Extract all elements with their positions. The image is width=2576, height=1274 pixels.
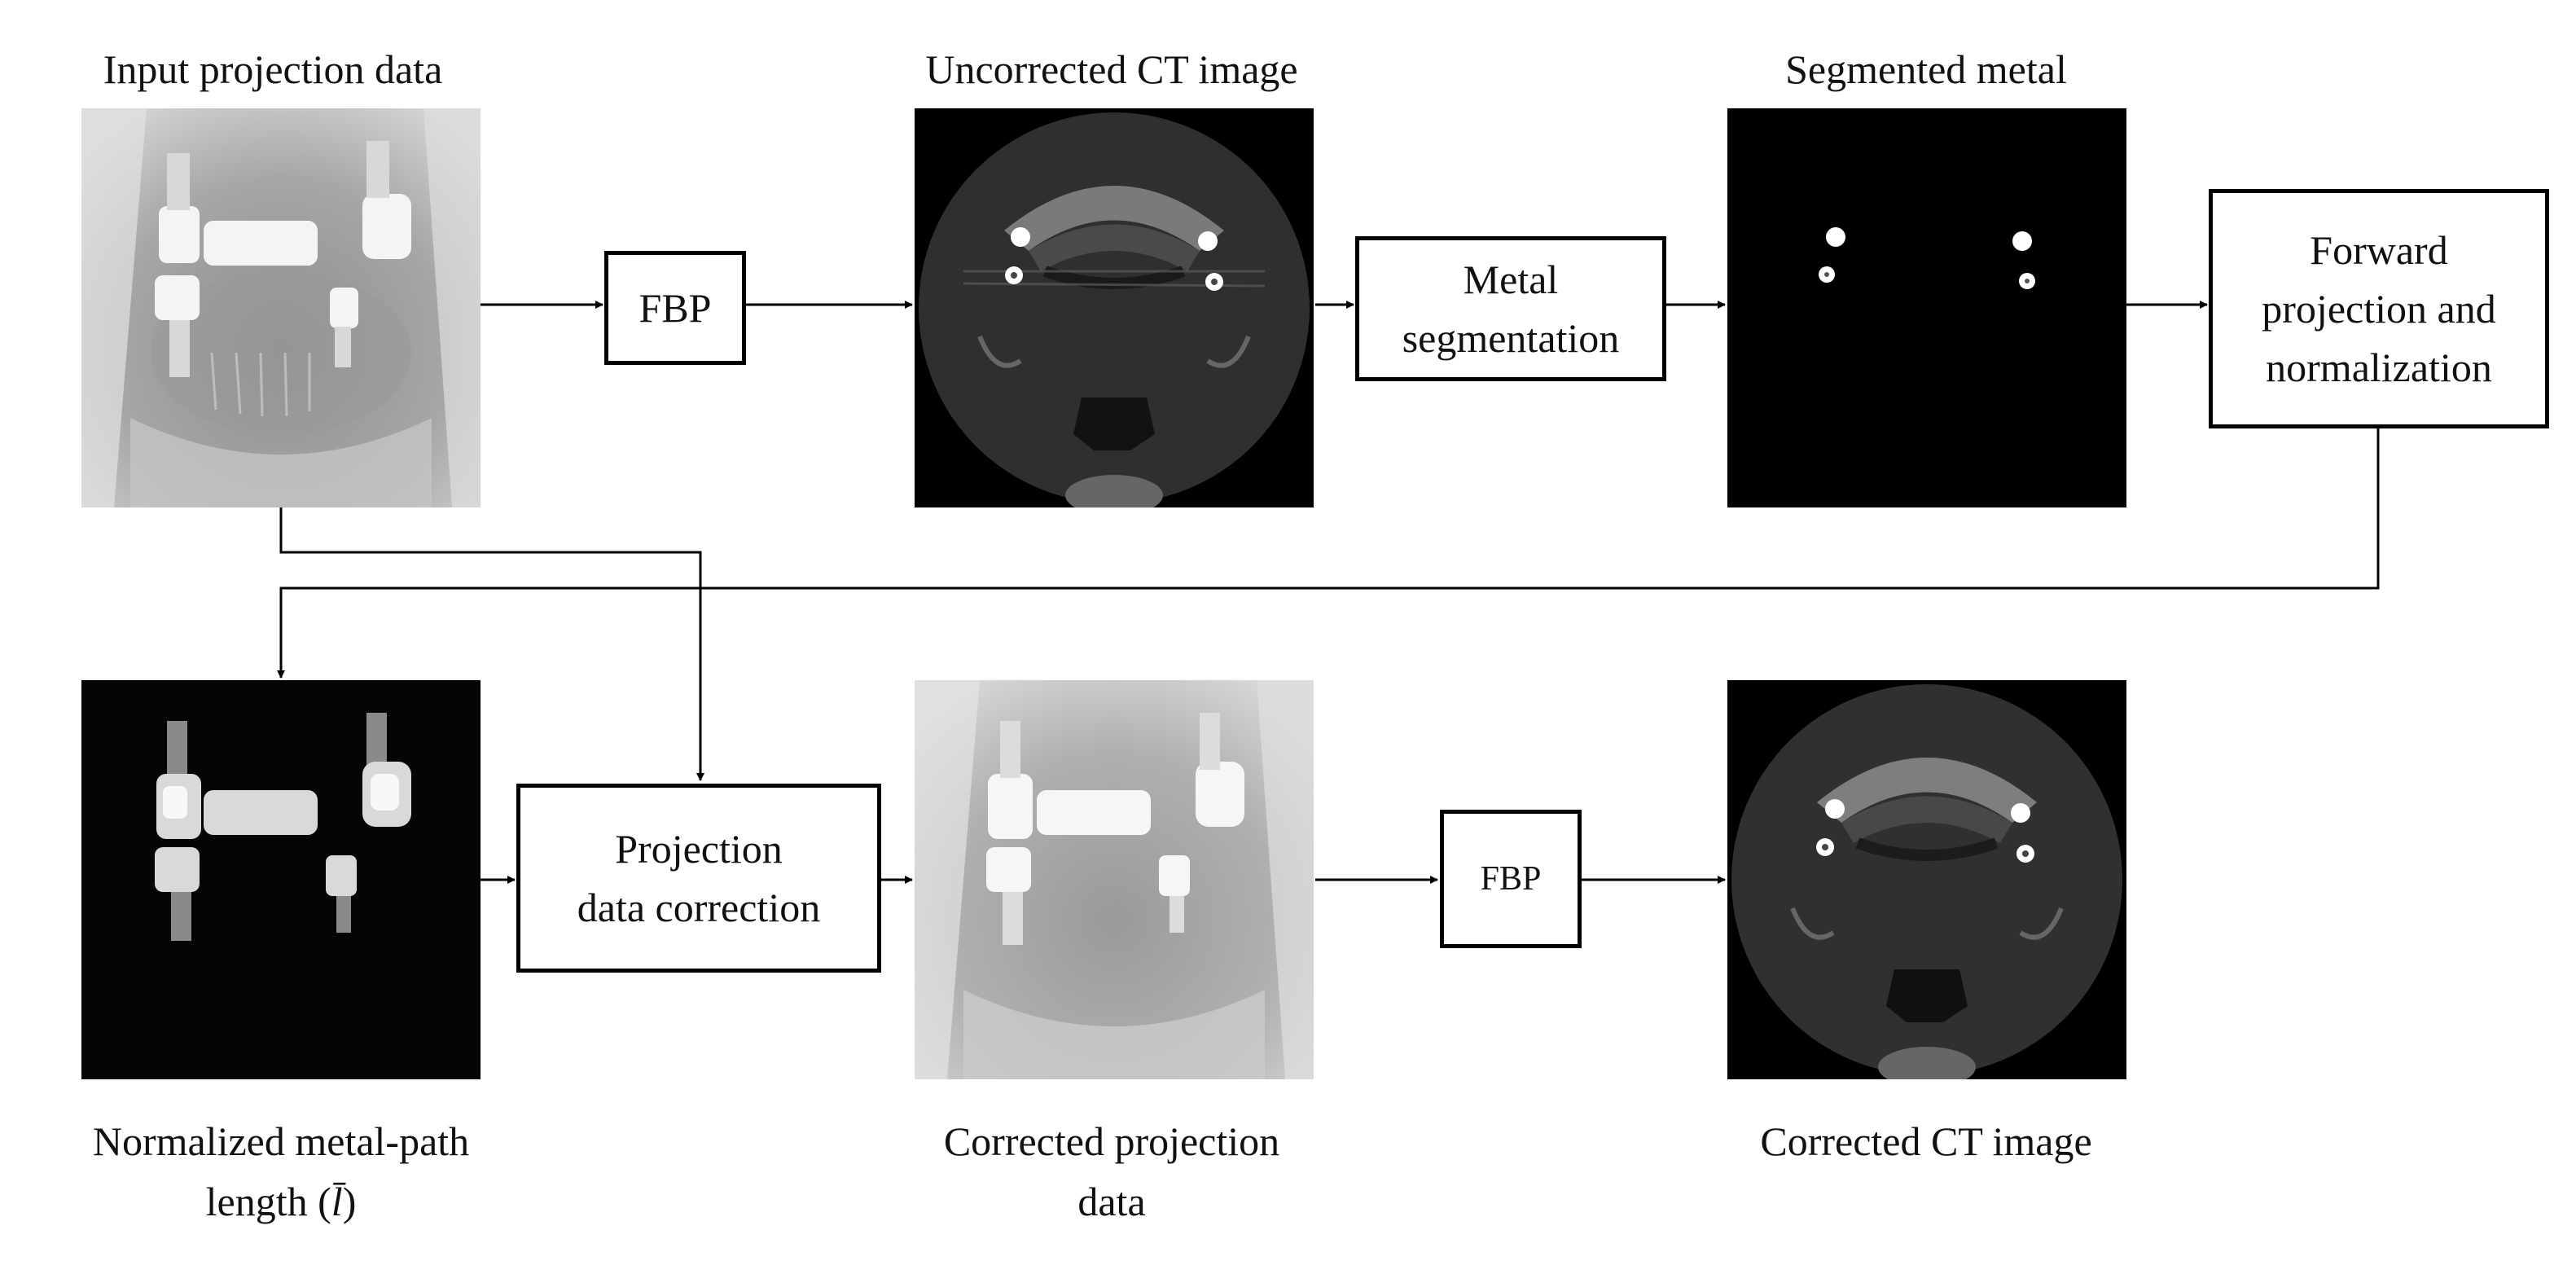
corrected-projection-image: [915, 680, 1314, 1079]
corrected-ct-image: [1727, 680, 2126, 1079]
input-projection-image: [81, 108, 481, 507]
projection-correction-box: Projection data correction: [516, 784, 881, 973]
caption-corrected-projection: Corrected projection data: [855, 1111, 1368, 1232]
caption-normalized-line2: length (l̄): [0, 1171, 562, 1232]
caption-normalized-suffix: ): [342, 1179, 357, 1224]
fbp-box-top: FBP: [604, 251, 746, 365]
metal-segmentation-box: Metal segmentation: [1355, 236, 1666, 381]
caption-segmented-metal: Segmented metal: [1785, 46, 2067, 92]
caption-corrected-projection-line1: Corrected projection: [943, 1118, 1280, 1164]
arrow-input-to-correction: [279, 507, 704, 781]
forward-projection-line1: Forward: [2310, 227, 2448, 273]
forward-projection-line2: projection and: [2262, 286, 2496, 332]
caption-normalized-path-length: Normalized metal-path length (l̄): [0, 1111, 562, 1232]
metal-segmentation-line2: segmentation: [1402, 315, 1620, 361]
uncorrected-ct-image: [915, 108, 1314, 507]
forward-projection-box: Forward projection and normalization: [2209, 189, 2549, 428]
caption-corrected-ct: Corrected CT image: [1760, 1118, 2092, 1164]
caption-corrected-projection-line2: data: [1077, 1179, 1146, 1224]
path-length-symbol: l̄: [331, 1179, 343, 1224]
fbp-box-bottom: FBP: [1440, 810, 1582, 948]
fbp-box-bottom-label: FBP: [1480, 860, 1542, 898]
caption-uncorrected-ct: Uncorrected CT image: [925, 46, 1298, 92]
caption-normalized-line1: Normalized metal-path: [92, 1118, 470, 1164]
caption-input-projection: Input projection data: [103, 46, 443, 92]
metal-segmentation-line1: Metal: [1463, 257, 1559, 302]
arrow-forward-to-normalized: [277, 427, 2380, 679]
fbp-box-top-label: FBP: [639, 285, 712, 331]
segmented-metal-image: [1727, 108, 2126, 507]
projection-correction-line1: Projection: [615, 826, 783, 872]
projection-correction-line2: data correction: [577, 885, 821, 930]
normalized-path-length-image: [81, 680, 481, 1079]
caption-normalized-prefix: length (: [205, 1179, 331, 1224]
forward-projection-line3: normalization: [2266, 345, 2492, 390]
